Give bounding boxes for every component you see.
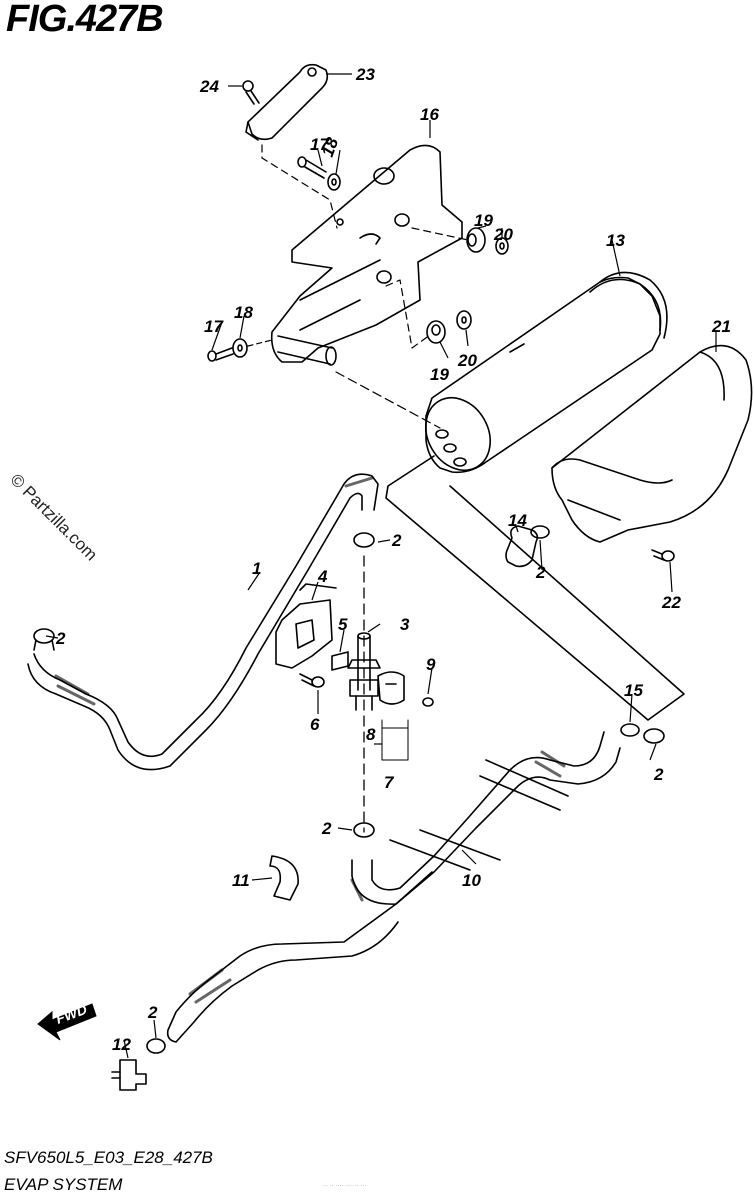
bolt-24 (242, 80, 260, 105)
callout-4: 4 (317, 567, 328, 586)
cover-21 (551, 344, 753, 543)
leader-lines (45, 73, 717, 1059)
callout-10: 10 (462, 871, 481, 890)
callout-6: 6 (310, 715, 320, 734)
bolt-6 (299, 673, 325, 688)
clamp-2-cap (530, 525, 550, 539)
callout-9: 9 (426, 655, 436, 674)
grommet-19-lower (426, 320, 446, 344)
bracket-4 (275, 583, 337, 669)
figure-title: FIG.427B (6, 0, 164, 40)
figure-code: SFV650L5_E03_E28_427B (4, 1148, 213, 1167)
screw-9 (422, 697, 434, 707)
callout-20-a: 20 (493, 225, 513, 244)
canister-13 (425, 271, 668, 474)
washer-18-lower (232, 338, 248, 358)
callout-19-b: 19 (430, 365, 449, 384)
clamp-2-bottom (146, 1038, 166, 1054)
callout-7: 7 (384, 773, 395, 792)
bracket-tube (277, 335, 337, 366)
clamp-2-right (643, 728, 665, 744)
hose-10 (166, 731, 621, 1043)
hose-15 (385, 455, 685, 721)
callout-14: 14 (508, 511, 527, 530)
callouts: 1 2 2 2 2 2 2 3 4 5 6 7 8 9 10 11 12 13 … (55, 65, 731, 1054)
fwd-arrow-icon: FWD (37, 1001, 97, 1041)
callout-15: 15 (624, 681, 643, 700)
clamp-2-hose1-top (353, 532, 375, 548)
callout-2-f: 2 (535, 563, 546, 582)
bracket-23 (245, 63, 329, 141)
callout-19-a: 19 (474, 211, 493, 230)
bolt-17-lower (207, 347, 234, 362)
callout-2-e: 2 (653, 765, 664, 784)
clamp-8 (377, 671, 405, 705)
callout-17-b: 17 (204, 317, 224, 336)
system-name: EVAP SYSTEM (4, 1175, 123, 1194)
fitting-12 (111, 1059, 147, 1091)
callout-8: 8 (366, 725, 376, 744)
bracket-16 (270, 144, 463, 363)
callout-21: 21 (711, 317, 731, 336)
valve-3 (347, 632, 381, 711)
callout-16: 16 (420, 105, 439, 124)
clamp-2-hose1-end (33, 628, 55, 651)
callout-3: 3 (400, 615, 410, 634)
clip-11 (269, 855, 299, 901)
callout-17-a: 17 (310, 135, 330, 154)
callout-24: 24 (199, 77, 219, 96)
screw-22 (651, 549, 675, 562)
fine-print: ··· ·· ···· ···· ·· ··· (322, 1183, 367, 1189)
callout-11: 11 (232, 871, 250, 890)
callout-20-b: 20 (457, 351, 477, 370)
callout-2-d: 2 (147, 1003, 158, 1022)
callout-2-a: 2 (391, 531, 402, 550)
callout-2-c: 2 (321, 819, 332, 838)
clip-5 (331, 651, 349, 671)
bolt-17-upper (297, 156, 327, 179)
callout-1: 1 (252, 559, 261, 578)
washer-18-upper (327, 173, 341, 191)
collar-20-lower (456, 310, 472, 330)
callout-13: 13 (606, 231, 625, 250)
callout-12: 12 (112, 1035, 131, 1054)
grommet-19-upper (466, 227, 486, 253)
clamp-2-lower-valve (353, 822, 375, 838)
callout-5: 5 (338, 615, 348, 634)
callout-2-b: 2 (55, 629, 66, 648)
callout-22: 22 (661, 593, 681, 612)
cap-14 (505, 525, 539, 568)
callout-18-b: 18 (234, 303, 253, 322)
hose-1 (27, 473, 379, 771)
clamp-15 (620, 723, 640, 737)
callout-23: 23 (355, 65, 375, 84)
